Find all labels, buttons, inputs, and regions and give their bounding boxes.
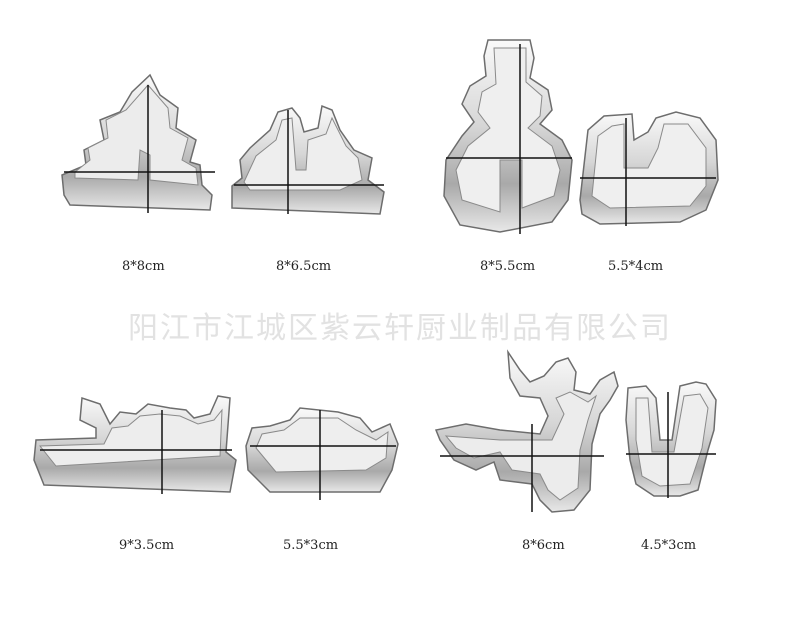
sleigh-long-cutter <box>33 395 237 494</box>
candy-cane-cutter <box>579 111 719 226</box>
size-label-candy-cane: 5.5*4cm <box>608 259 664 274</box>
size-label-sleigh-short: 5.5*3cm <box>283 538 339 553</box>
snowman-cutter <box>443 39 573 234</box>
sleigh-small-cutter <box>231 104 385 215</box>
mitten-cutter <box>625 381 717 498</box>
sleigh-short-cutter <box>245 407 399 500</box>
size-label-sleigh-long: 9*3.5cm <box>119 538 175 553</box>
reindeer-cutter <box>434 349 619 513</box>
size-label-mitten: 4.5*3cm <box>641 538 697 553</box>
company-watermark: 阳江市江城区紫云轩厨业制品有限公司 <box>128 311 672 346</box>
size-label-sleigh-small: 8*6.5cm <box>276 259 332 274</box>
size-label-snowman: 8*5.5cm <box>480 259 536 274</box>
size-label-tree: 8*8cm <box>122 259 165 274</box>
christmas-tree-cutter <box>61 73 215 213</box>
size-label-reindeer: 8*6cm <box>522 538 565 553</box>
